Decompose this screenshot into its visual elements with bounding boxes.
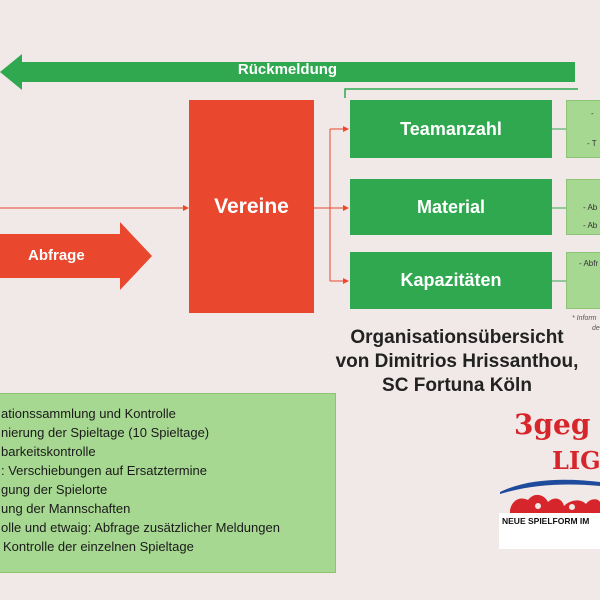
logo-tagline: NEUE SPIELFORM IM <box>499 513 600 549</box>
query-arrow-label: Abfrage <box>28 247 85 264</box>
logo-subtitle: LIG <box>552 446 600 475</box>
footnote-line: * Inform <box>572 315 597 322</box>
list-item: Kontrolle der einzelnen Spieltage <box>3 539 194 554</box>
task-list-box: ationssammlung und Kontrolle nierung der… <box>0 393 336 573</box>
connector-lines <box>0 88 578 284</box>
detail-line: - <box>591 109 594 118</box>
capacity-detail-box: - Abfr <box>566 252 600 309</box>
logo-swoosh-icon <box>500 479 600 513</box>
list-item: nierung der Spieltage (10 Spieltage) <box>1 425 210 440</box>
task-list: ationssammlung und Kontrolle nierung der… <box>0 404 335 556</box>
material-label: Material <box>416 196 486 217</box>
detail-line: - Abfr <box>579 259 599 268</box>
list-item: gung der Spielorte <box>1 482 108 497</box>
footnote: * Inform de <box>572 314 600 334</box>
organisation-title: Organisationsübersicht von Dimitrios Hri… <box>312 326 600 398</box>
team-count-label: Teamanzahl <box>400 118 502 139</box>
query-arrow <box>0 222 152 290</box>
list-item: barkeitskontrolle <box>1 444 96 459</box>
logo-title: 3geg <box>514 408 591 441</box>
feedback-arrow-label: Rückmeldung <box>237 61 338 78</box>
feedback-arrow <box>0 54 575 90</box>
material-box: Material <box>350 179 552 235</box>
team-count-box: Teamanzahl <box>350 100 552 158</box>
detail-line: - T <box>587 139 597 148</box>
clubs-label: Vereine <box>214 194 289 218</box>
team-count-detail-box: - - T <box>566 100 600 158</box>
capacity-label: Kapazitäten <box>400 270 502 290</box>
organisation-title-line: von Dimitrios Hrissanthou, <box>335 351 579 372</box>
material-detail-box: - Ab - Ab <box>566 179 600 235</box>
list-item: olle und etwaig: Abfrage zusätzlicher Me… <box>1 520 280 535</box>
detail-line: - Ab <box>583 221 598 230</box>
detail-line: - Ab <box>583 203 598 212</box>
organisation-title-line: Organisationsübersicht <box>350 327 564 348</box>
list-item: ung der Mannschaften <box>1 501 131 516</box>
clubs-box: Vereine <box>189 100 314 313</box>
organisation-title-line: SC Fortuna Köln <box>382 375 532 396</box>
footnote-line: de <box>592 325 600 332</box>
list-item: ationssammlung und Kontrolle <box>1 406 176 421</box>
capacity-box: Kapazitäten <box>350 252 552 309</box>
list-item: : Verschiebungen auf Ersatztermine <box>1 463 207 478</box>
